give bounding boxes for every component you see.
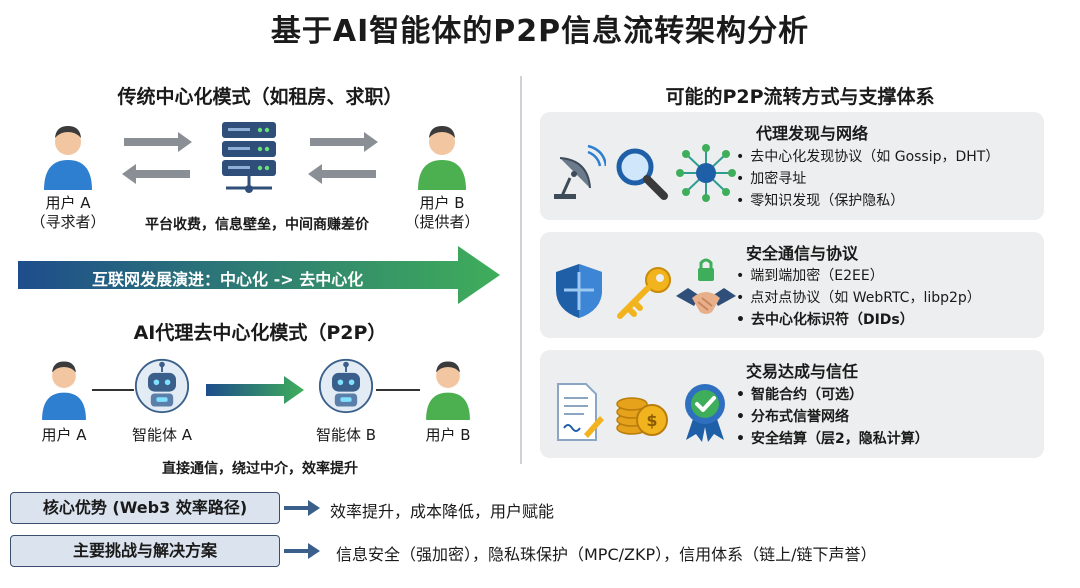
- p2p-user-a-label: 用户 A: [41, 426, 87, 444]
- handshake-lock-icon: [674, 256, 738, 322]
- list-item: 加密寻址: [736, 168, 999, 190]
- support-heading: 可能的P2P流转方式与支撑体系: [665, 86, 935, 108]
- user-b-name: 用户 B: [419, 194, 465, 212]
- bidirectional-arrows-icon: [120, 128, 194, 188]
- list-item: 分布式信誉网络: [736, 406, 929, 428]
- connector-line: [92, 389, 134, 391]
- core-advantage-text: 效率提升，成本降低，用户赋能: [330, 502, 555, 521]
- list-item: 端到端加密（E2EE）: [736, 265, 981, 287]
- badge-check-icon: [678, 382, 732, 442]
- agent-a-robot-icon: [134, 358, 190, 414]
- list-item: 零知识发现（保护隐私）: [736, 190, 999, 212]
- key-icon: [614, 266, 674, 320]
- p2p-user-b-label: 用户 B: [425, 426, 471, 444]
- card-communication-list: 端到端加密（E2EE） 点对点协议（如 WebRTC，libp2p） 去中心化标…: [736, 265, 981, 331]
- traditional-caption: 平台收费，信息壁垒，中间商赚差价: [145, 217, 369, 233]
- list-item: 去中心化标识符（DIDs）: [736, 309, 981, 331]
- p2p-caption: 直接通信，绕过中介，效率提升: [162, 461, 358, 477]
- arrow-right-icon: [284, 541, 320, 561]
- card-discovery-list: 去中心化发现协议（如 Gossip，DHT） 加密寻址 零知识发现（保护隐私）: [736, 146, 999, 212]
- user-a-role: （寻求者）: [30, 213, 106, 231]
- list-item: 去中心化发现协议（如 Gossip，DHT）: [736, 146, 999, 168]
- card-discovery: 代理发现与网络 去中心化发现协议（如 Gossip，DHT） 加密寻址 零知识发…: [540, 112, 1044, 220]
- central-server-icon: [214, 120, 284, 196]
- evolution-label: 互联网发展演进：中心化 -> 去中心化: [92, 270, 364, 289]
- card-communication: 安全通信与协议 端到端加密（E2EE） 点对点协议（如 WebRTC，libp2…: [540, 232, 1044, 338]
- list-item: 点对点协议（如 WebRTC，libp2p）: [736, 287, 981, 309]
- p2p-heading: AI代理去中心化模式（P2P）: [133, 322, 387, 344]
- satellite-dish-icon: [552, 144, 608, 202]
- magnifier-icon: [614, 146, 668, 200]
- connector-line: [376, 389, 420, 391]
- agent-a-label: 智能体 A: [131, 426, 193, 444]
- bidirectional-arrows-icon: [306, 128, 380, 188]
- network-icon: [676, 144, 736, 202]
- user-b-icon: [412, 120, 472, 190]
- page-title: 基于AI智能体的P2P信息流转架构分析: [270, 14, 810, 49]
- user-b-role: （提供者）: [404, 213, 480, 231]
- card-trust: $ 交易达成与信任 智能合约（可选） 分布式信誉网络 安全结算（层2，隐私计算）: [540, 350, 1044, 458]
- card-discovery-title: 代理发现与网络: [756, 124, 869, 143]
- column-divider: [520, 76, 522, 464]
- user-b-icon: [420, 356, 476, 420]
- main-challenge-label: 主要挑战与解决方案: [10, 535, 280, 567]
- list-item: 安全结算（层2，隐私计算）: [736, 428, 929, 450]
- agent-link-arrow: [206, 374, 306, 406]
- card-communication-title: 安全通信与协议: [746, 244, 859, 263]
- coins-icon: $: [614, 384, 670, 440]
- evolution-arrow: [18, 244, 502, 306]
- shield-icon: [554, 262, 604, 320]
- user-a-name: 用户 A: [45, 194, 91, 212]
- svg-text:$: $: [646, 411, 657, 430]
- user-a-icon: [38, 120, 98, 190]
- card-trust-list: 智能合约（可选） 分布式信誉网络 安全结算（层2，隐私计算）: [736, 384, 929, 450]
- agent-b-label: 智能体 B: [315, 426, 377, 444]
- main-challenge-text: 信息安全（强加密），隐私珠保护（MPC/ZKP），信用体系（链上/链下声誉）: [336, 545, 877, 564]
- user-a-icon: [36, 356, 92, 420]
- traditional-heading: 传统中心化模式（如租房、求职）: [117, 86, 403, 108]
- core-advantage-label: 核心优势 (Web3 效率路径): [10, 492, 280, 524]
- agent-b-robot-icon: [318, 358, 374, 414]
- contract-icon: [554, 382, 604, 442]
- list-item: 智能合约（可选）: [736, 384, 929, 406]
- card-trust-title: 交易达成与信任: [746, 362, 859, 381]
- arrow-right-icon: [284, 498, 320, 518]
